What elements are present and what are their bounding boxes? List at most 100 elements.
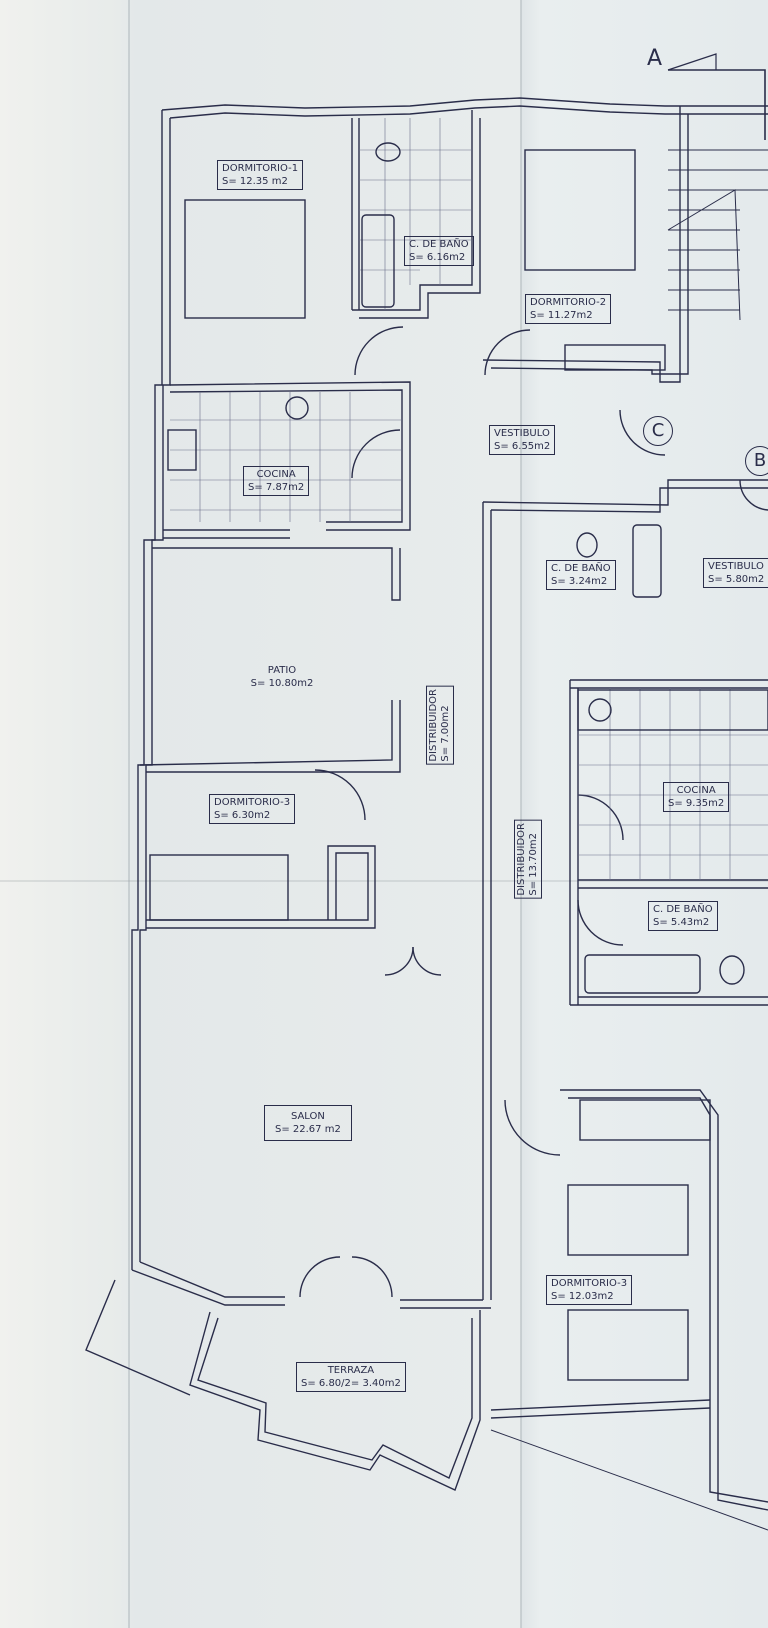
wall — [169, 389, 403, 523]
door-swing — [619, 409, 666, 456]
wall — [490, 487, 768, 513]
wardrobe — [564, 344, 666, 371]
terrace-railing — [189, 1310, 481, 1491]
room-area: S= 22.67 m2 — [275, 1124, 341, 1135]
door-swing — [354, 326, 404, 376]
terrace-railing — [197, 1317, 473, 1479]
room-name: VESTIBULO — [494, 428, 550, 439]
room-area: S= 10.80m2 — [250, 678, 314, 689]
room-name: TERRAZA — [327, 1365, 375, 1376]
room-name: C. DE BAÑO — [653, 904, 713, 915]
room-label-vestibulo-1: VESTIBULO S= 6.55m2 — [489, 425, 556, 455]
room-name: DORMITORIO-1 — [222, 163, 299, 174]
door-swing — [577, 899, 624, 946]
stove — [167, 429, 197, 471]
bed — [567, 1184, 689, 1256]
door-swing — [577, 794, 624, 841]
room-area: S= 12.35 m2 — [222, 176, 288, 187]
room-label-distribuidor-2: DISTRIBUIDOR S= 13.70m2 — [514, 820, 542, 899]
room-label-dormitorio-1: DORMITORIO-1 S= 12.35 m2 — [217, 160, 304, 190]
paper-fold-line — [0, 880, 768, 882]
wall — [359, 118, 481, 319]
bathtub — [632, 524, 662, 598]
door-swing — [739, 479, 768, 511]
wall — [139, 1261, 285, 1298]
wall — [169, 381, 411, 531]
door-swing — [412, 946, 442, 976]
bed — [149, 854, 289, 921]
room-name: DORMITORIO-2 — [530, 297, 607, 308]
outer-wall — [161, 97, 768, 111]
wall — [482, 479, 768, 506]
wall — [146, 852, 369, 921]
circle-marker-b: B — [745, 446, 768, 476]
outer-wall — [139, 118, 171, 1262]
room-area: S= 5.43m2 — [653, 917, 710, 928]
toilet — [375, 142, 401, 162]
room-label-dormitorio-3b: DORMITORIO-3 S= 12.03m2 — [546, 1275, 633, 1305]
terrace-edge — [85, 1279, 191, 1396]
room-area: S= 6.30m2 — [214, 810, 271, 821]
outer-wall — [169, 105, 768, 119]
bed — [567, 1309, 689, 1381]
wall — [352, 110, 473, 311]
wall — [560, 1089, 768, 1511]
room-label-dormitorio-3a: DORMITORIO-3 S= 6.30m2 — [209, 794, 296, 824]
room-area: S= 11.27m2 — [530, 310, 593, 321]
room-label-salon: SALON S= 22.67 m2 — [264, 1105, 352, 1141]
room-label-distribuidor-1: DISTRIBUIDOR S= 7.00m2 — [426, 686, 454, 765]
room-label-bano-1: C. DE BAÑO S= 6.16m2 — [404, 236, 474, 266]
paper-fold-line — [128, 0, 130, 1628]
wall — [146, 700, 401, 773]
kitchen-counter — [577, 689, 768, 731]
room-name: SALON — [290, 1111, 325, 1122]
room-area: S= 9.35m2 — [668, 798, 725, 809]
wall — [146, 845, 376, 929]
room-name: DORMITORIO-3 — [551, 1278, 628, 1289]
circle-marker-c: C — [643, 416, 673, 446]
room-area: S= 13.70m2 — [528, 833, 539, 896]
room-area: S= 12.03m2 — [551, 1291, 614, 1302]
room-name: VESTIBULO — [708, 561, 764, 572]
door-swing — [484, 329, 531, 376]
section-arrow — [667, 53, 717, 71]
door-swing — [384, 946, 414, 976]
room-area: S= 5.80m2 — [708, 574, 765, 585]
wall — [131, 1269, 285, 1306]
toilet — [576, 532, 598, 558]
wardrobe — [579, 1099, 711, 1141]
room-label-terraza: TERRAZA S= 6.80/2= 3.40m2 — [296, 1362, 406, 1392]
wall — [490, 114, 689, 375]
door-swing — [299, 1256, 341, 1298]
bathtub — [584, 954, 701, 994]
room-area: S= 7.00m2 — [440, 705, 451, 762]
sink — [285, 396, 309, 420]
room-name: C. DE BAÑO — [551, 563, 611, 574]
room-name: PATIO — [267, 665, 297, 676]
room-label-bano-2: C. DE BAÑO S= 3.24m2 — [546, 560, 616, 590]
room-area: S= 3.24m2 — [551, 576, 608, 587]
paper-fold-line — [520, 0, 522, 1628]
room-area: S= 6.16m2 — [409, 252, 466, 263]
room-area: S= 6.80/2= 3.40m2 — [301, 1378, 401, 1389]
room-name: DISTRIBUIDOR — [428, 689, 439, 762]
wall — [490, 1399, 711, 1411]
room-name: DISTRIBUIDOR — [516, 823, 527, 896]
outer-wall — [131, 110, 163, 1270]
bathtub — [361, 214, 395, 308]
stair-rail — [667, 189, 741, 321]
room-label-dormitorio-2: DORMITORIO-2 S= 11.27m2 — [525, 294, 612, 324]
wall — [482, 106, 681, 383]
wall — [152, 547, 401, 601]
section-cut-line — [668, 69, 766, 140]
wall — [139, 700, 393, 766]
room-name: COCINA — [256, 469, 296, 480]
room-name: COCINA — [676, 785, 716, 796]
room-name: C. DE BAÑO — [409, 239, 469, 250]
room-name: DORMITORIO-3 — [214, 797, 291, 808]
room-label-cocina-2: COCINA S= 9.35m2 — [663, 782, 730, 812]
door-swing — [314, 769, 366, 821]
room-label-bano-3: C. DE BAÑO S= 5.43m2 — [648, 901, 718, 931]
bed — [184, 199, 306, 319]
